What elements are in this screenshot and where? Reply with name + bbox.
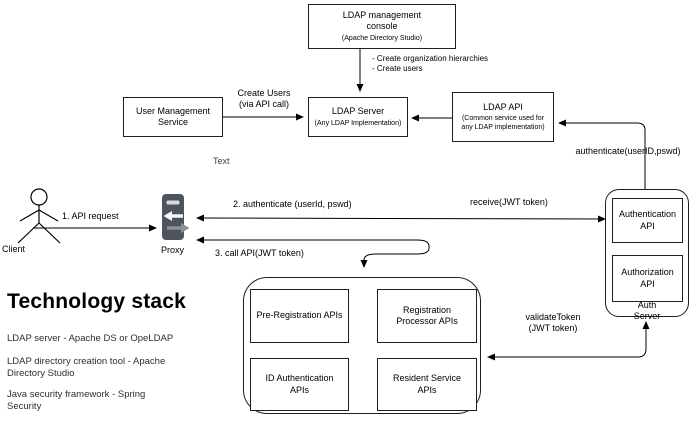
authentication-api-box: Authentication API [612,198,683,243]
authenticate-proxy-label: 2. authenticate (userId, pswd) [233,199,352,209]
api-request-label: 1. API request [62,211,119,221]
ldap-server-box: LDAP Server (Any LDAP Implementation) [308,97,408,137]
box-title: LDAP management console [342,10,422,32]
resident-service-apis-box: Resident Service APIs [377,358,477,411]
proxy-label: Proxy [161,245,185,255]
box-title: Authorization API [621,267,674,289]
create-users-line1: Create Users [237,88,291,98]
console-actions-line1: - Create organization hierarchies [372,54,489,63]
validate-token-line2: (JWT token) [528,322,578,333]
proxy-icon [162,194,190,240]
box-subtitle: (Any LDAP Implementation) [314,119,402,127]
receive-token-label: receive(JWT token) [470,197,548,207]
tech-stack-item-1: LDAP server - Apache DS or OpeLDAP [7,333,174,344]
box-title: LDAP API [483,101,523,112]
user-management-service-box: User Management Service [123,97,223,137]
tech-stack-item-2: LDAP directory creation tool - Apache Di… [7,356,166,379]
pre-registration-apis-box: Pre-Registration APIs [250,289,349,343]
box-subtitle: (Common service used for any LDAP implem… [461,115,545,132]
validate-token-line1: validateToken [525,312,581,322]
box-title: Authentication API [618,209,677,231]
tech-stack-heading: Technology stack [7,290,187,313]
validate-token-label: validateToken (JWT token) [512,312,594,334]
id-authentication-apis-box: ID Authentication APIs [250,358,349,411]
registration-processor-apis-box: Registration Processor APIs [377,289,477,343]
ldap-management-console-box: LDAP management console (Apache Director… [308,4,456,49]
auth-server-label: Auth Server [633,300,661,321]
box-title: Pre-Registration APIs [256,310,343,321]
client-label: Client [2,244,26,254]
ldap-api-box: LDAP API (Common service used for any LD… [452,92,554,142]
create-users-line2: (via API call) [238,98,289,109]
box-title: User Management Service [135,105,211,127]
box-title: ID Authentication APIs [265,373,334,395]
box-title: Resident Service APIs [392,373,462,395]
console-actions-label: - Create organization hierarchies - Crea… [372,54,488,74]
stray-text-label: Text [213,156,230,166]
console-actions-line2: - Create users [372,63,423,73]
authenticate-ldap-label: authenticate(userID,pswd) [575,146,681,156]
authorization-api-box: Authorization API [612,255,683,302]
create-users-label: Create Users (via API call) [226,88,302,110]
box-subtitle: (Apache Directory Studio) [341,34,423,42]
tech-stack-item-3: Java security framework - Spring Securit… [7,389,146,412]
box-title: Registration Processor APIs [396,304,458,326]
box-title: LDAP Server [331,106,385,117]
client-icon [17,188,61,244]
arrow-proxy-auth-api [196,214,606,223]
call-api-label: 3. call API(JWT token) [215,248,304,258]
